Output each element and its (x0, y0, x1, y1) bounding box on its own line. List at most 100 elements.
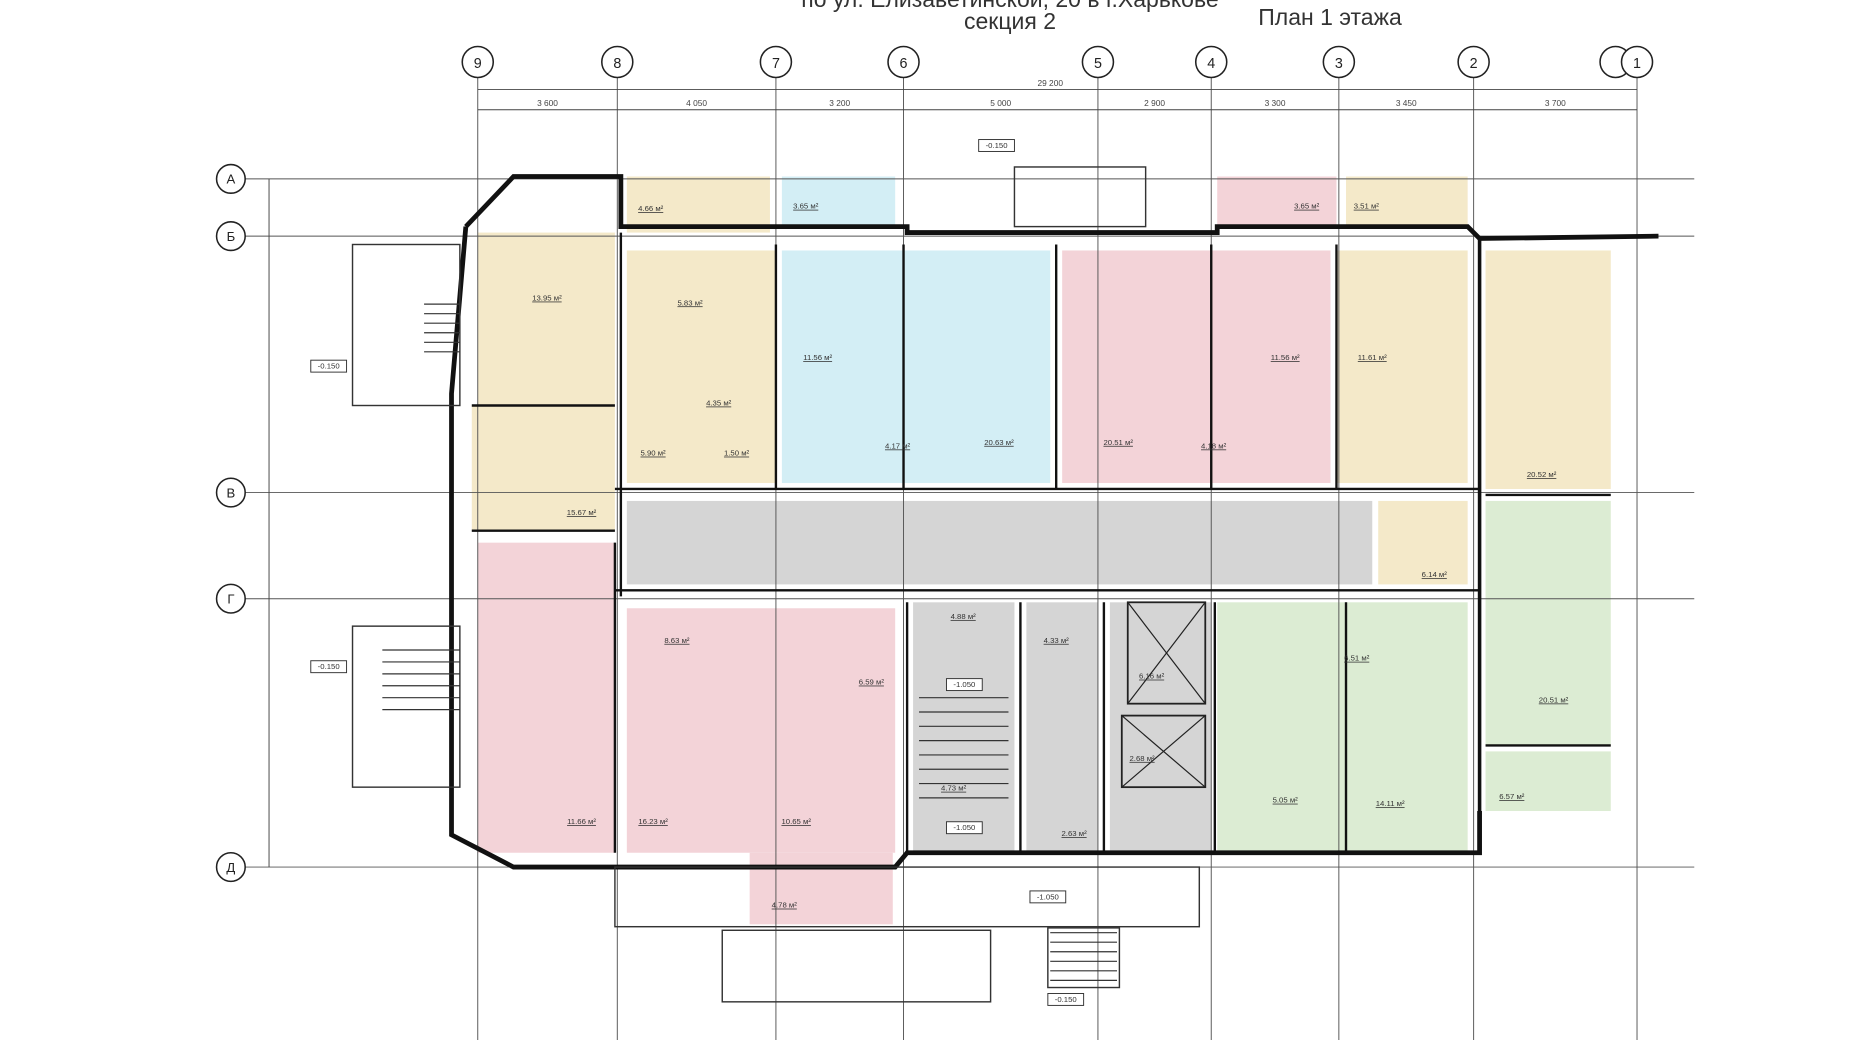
axis-label-column: 5 (1094, 56, 1102, 72)
axis-bubble-column (601, 45, 634, 79)
axis-bubble-row (215, 851, 246, 883)
elevator-shaft (1120, 714, 1207, 789)
porch-outline (351, 625, 461, 788)
room-area-label: 8.63 м² (664, 636, 690, 645)
room-area-label: 4.17 м² (885, 441, 911, 450)
axis-label-row: Д (226, 860, 235, 875)
room-area-label: 11.56 м² (1271, 353, 1300, 362)
room-beige (1346, 176, 1468, 227)
dimension-span: 3 450 (1396, 98, 1417, 108)
room-pink (749, 852, 893, 925)
room-gray (626, 500, 1373, 585)
elevation-box (310, 359, 348, 373)
axis-bubble-row (215, 477, 246, 508)
axis-label-row: В (226, 485, 235, 500)
rooms (471, 176, 1611, 925)
dimension-span: 4 050 (686, 98, 707, 108)
room-area-label: 11.56 м² (803, 353, 832, 362)
dimension-span: 3 600 (537, 98, 558, 108)
axis-bubble-row (215, 221, 246, 252)
room-green (1485, 751, 1611, 812)
room-area-label: 5.90 м² (640, 449, 666, 458)
porch-outline (721, 929, 992, 1003)
dimension-span: 3 200 (829, 98, 850, 108)
room-beige (471, 405, 615, 531)
room-area-label: 4.73 м² (941, 784, 967, 793)
room-area-label: 2.63 м² (1062, 829, 1088, 838)
dimension-span: 2 900 (1144, 98, 1165, 108)
elevation-mark: -0.150 (1055, 995, 1077, 1004)
axis-bubble-column (1081, 45, 1115, 79)
elevator-shaft (1126, 601, 1207, 705)
axis-bubble-column (1457, 45, 1490, 79)
room-pink (626, 608, 896, 853)
axis-label-row: А (226, 172, 235, 187)
exterior-wall-top (464, 174, 1659, 241)
axis-label-column: 9 (474, 56, 482, 72)
room-area-label: 4.35 м² (706, 399, 732, 408)
room-area-label: 3.65 м² (1294, 202, 1320, 211)
room-beige (626, 250, 776, 484)
room-area-label: 6.59 м² (859, 678, 885, 687)
elevation-box (1029, 890, 1067, 904)
axis-bubble-column (461, 45, 495, 79)
room-area-label: 5.05 м² (1273, 796, 1299, 805)
elevation-mark: -1.050 (953, 823, 975, 832)
room-pink (477, 542, 615, 853)
room-gray (913, 602, 1015, 853)
title-section: секция 2 (963, 8, 1056, 34)
room-area-label: 10.65 м² (781, 817, 811, 826)
room-area-label: 20.63 м² (984, 438, 1014, 447)
room-area-label: 6.14 м² (1422, 570, 1448, 579)
elevation-box (1047, 993, 1085, 1006)
axis-label-column: 7 (772, 56, 780, 72)
room-area-label: 13.95 м² (532, 294, 562, 303)
elevation-mark: -1.050 (953, 680, 975, 689)
room-beige (477, 232, 615, 406)
porch-outline (1047, 927, 1121, 989)
room-area-label: 3.65 м² (793, 202, 819, 211)
axis-label-column: 1 (1633, 56, 1641, 72)
walls (351, 166, 1659, 1003)
room-area-label: 5.83 м² (677, 298, 703, 307)
axis-label-column: 8 (613, 56, 621, 72)
axis-bubble-column (1322, 45, 1356, 79)
porch-outline (1013, 166, 1147, 228)
room-area-label: 6.51 м² (1344, 654, 1370, 663)
room-area-label: 4.33 м² (1044, 636, 1070, 645)
axis-bubble-row (215, 583, 246, 614)
room-beige (1336, 250, 1468, 484)
axis-label-column: 6 (900, 56, 908, 72)
title-address: по ул. Елизаветинской, 20 в г.Харькове (760, 0, 1260, 13)
dimension-span: 3 300 (1265, 98, 1286, 108)
axis-bubble-column (1194, 45, 1228, 79)
room-area-label: 4.78 м² (772, 901, 798, 910)
dimension-span: 5 000 (990, 98, 1011, 108)
room-area-label: 3.51 м² (1354, 202, 1380, 211)
room-beige (1378, 500, 1468, 585)
elevation-mark: -0.150 (986, 141, 1008, 150)
room-area-label: 20.51 м² (1539, 695, 1569, 704)
room-area-label: 4.66 м² (638, 204, 664, 213)
elevation-mark: -0.150 (318, 362, 340, 371)
elevation-box (945, 678, 983, 692)
elevation-box (978, 139, 1015, 152)
room-gray (1026, 602, 1098, 853)
room-area-label: 6.16 м² (1139, 672, 1165, 681)
room-area-label: 1.50 м² (724, 449, 750, 458)
axis-bubble-column (1620, 45, 1654, 79)
dimension-total: 29 200 (1037, 78, 1063, 88)
axis-label-column: 3 (1335, 56, 1343, 72)
axis-label-row: Б (227, 229, 236, 244)
axis-bubble-column (759, 45, 793, 79)
axis-label-column: 2 (1470, 56, 1478, 72)
room-blue (781, 250, 1051, 484)
room-area-label: 2.68 м² (1129, 754, 1155, 763)
elevator-cross (1121, 715, 1206, 788)
room-area-label: 20.51 м² (1103, 438, 1133, 447)
room-area-label: 6.57 м² (1499, 792, 1525, 801)
room-pink (1217, 176, 1337, 227)
room-area-label: 11.66 м² (567, 817, 596, 826)
